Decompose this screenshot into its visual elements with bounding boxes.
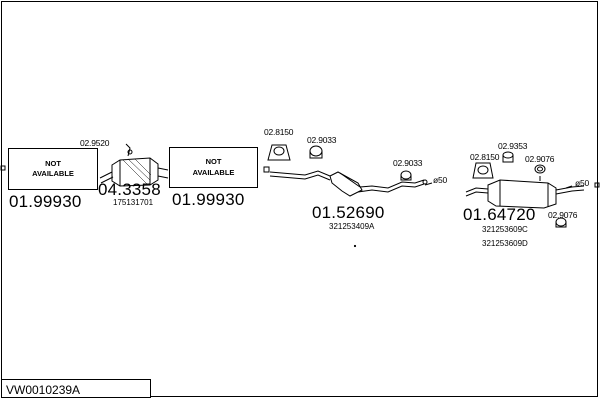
part-number[interactable]: 01.99930 <box>172 190 245 209</box>
oe-number: 321253609C <box>482 225 528 234</box>
part-number[interactable]: 01.64720 <box>463 205 536 224</box>
rubber-mount-icon <box>267 144 291 161</box>
diameter-label: ø50 <box>433 175 448 185</box>
accessory-code[interactable]: 02.8150 <box>264 127 294 137</box>
dot-marker <box>353 244 357 248</box>
part-number[interactable]: 01.99930 <box>9 192 82 211</box>
clamp-icon <box>309 145 323 159</box>
not-available-line1: NOT <box>205 157 222 167</box>
part-number[interactable]: 04.3358 <box>98 180 161 199</box>
left-connector-marker <box>0 165 6 171</box>
accessory-code[interactable]: 02.9353 <box>498 141 528 151</box>
oe-number: 321253409A <box>329 222 375 231</box>
part-number[interactable]: 01.52690 <box>312 203 385 222</box>
oe-number: 175131701 <box>113 198 154 207</box>
accessory-code[interactable]: 02.9076 <box>548 210 578 220</box>
not-available-line1: NOT <box>45 158 61 168</box>
clamp-icon <box>502 151 514 163</box>
clamp-icon <box>400 170 412 181</box>
rubber-mount-icon <box>472 162 494 179</box>
clamp-icon <box>555 217 567 228</box>
catalytic-converter-icon <box>99 143 169 187</box>
hanger-ring-icon <box>534 164 546 174</box>
diameter-marker <box>424 182 433 186</box>
accessory-code[interactable]: 02.9033 <box>393 158 423 168</box>
diameter-label: ø50 <box>575 178 590 188</box>
diameter-marker <box>565 185 573 189</box>
accessory-code[interactable]: 02.9033 <box>307 135 337 145</box>
rear-silencer-icon <box>465 176 585 209</box>
accessory-code[interactable]: 02.9520 <box>80 138 110 148</box>
right-connector-marker <box>594 182 600 188</box>
middle-silencer-icon <box>269 170 428 197</box>
accessory-code[interactable]: 02.8150 <box>470 152 500 162</box>
oe-number: 321253609D <box>482 239 528 248</box>
not-available-line2: AVAILABLE <box>32 169 74 178</box>
diagram-title: VW0010239A <box>1 379 151 398</box>
mid-connector-marker <box>263 166 270 173</box>
not-available-line2: AVAILABLE <box>192 167 235 177</box>
accessory-code[interactable]: 02.9076 <box>525 154 555 164</box>
